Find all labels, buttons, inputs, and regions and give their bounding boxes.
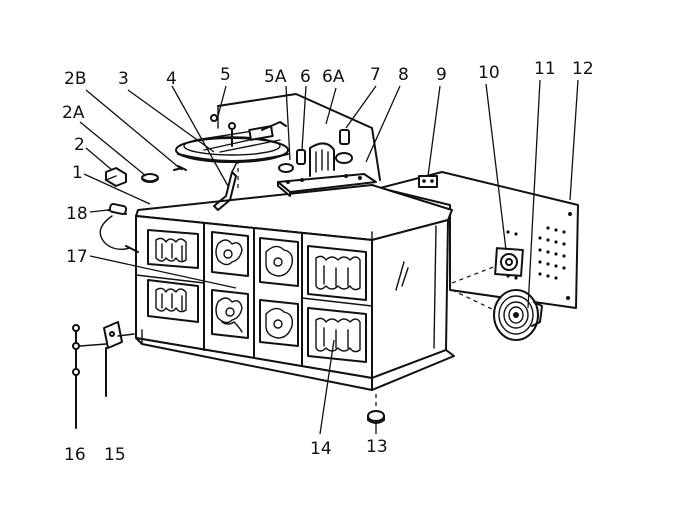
callout-7: 7 — [370, 65, 381, 85]
hinge-latch — [103, 321, 135, 397]
microphone-cord — [99, 202, 139, 253]
callout-3: 3 — [118, 69, 129, 89]
callout-2: 2 — [74, 135, 85, 155]
speaker — [493, 289, 543, 341]
cabinet-body — [135, 215, 455, 391]
callout-6: 6 — [300, 67, 311, 87]
callout-17: 17 — [66, 247, 88, 267]
callout-9: 9 — [436, 65, 447, 85]
callout-12: 12 — [572, 59, 594, 79]
callout-14: 14 — [310, 439, 332, 459]
back-panel — [379, 171, 579, 309]
callout-13: 13 — [366, 437, 388, 457]
changer-board — [217, 93, 381, 181]
callout-5: 5 — [220, 65, 231, 85]
callout-2b: 2B — [64, 69, 86, 89]
callout-4: 4 — [166, 69, 177, 89]
jack-plate — [494, 247, 524, 277]
turntable — [175, 121, 289, 163]
latch-pin — [72, 324, 107, 429]
callout-6a: 6A — [322, 67, 345, 87]
tube-socket — [278, 129, 353, 173]
callout-labels: 2B 3 4 5 5A 6 6A 7 8 9 10 11 12 2A 2 1 1… — [62, 59, 594, 465]
callout-10: 10 — [478, 63, 500, 83]
callout-11: 11 — [534, 59, 556, 79]
door-panels — [147, 229, 367, 363]
callout-1: 1 — [72, 163, 83, 183]
callout-16: 16 — [64, 445, 86, 465]
callout-2a: 2A — [62, 103, 85, 123]
mounting-screw — [210, 114, 218, 122]
control-knob — [105, 167, 127, 187]
callout-8: 8 — [398, 65, 409, 85]
leader-lines — [79, 79, 579, 435]
back-panel-vent-holes — [506, 212, 572, 300]
callout-5a: 5A — [264, 67, 287, 87]
bracket — [418, 175, 438, 188]
foot-glide — [367, 410, 385, 424]
amplifier-chassis — [277, 142, 377, 197]
tube — [296, 149, 306, 165]
callout-18: 18 — [66, 204, 88, 224]
callout-15: 15 — [104, 445, 126, 465]
